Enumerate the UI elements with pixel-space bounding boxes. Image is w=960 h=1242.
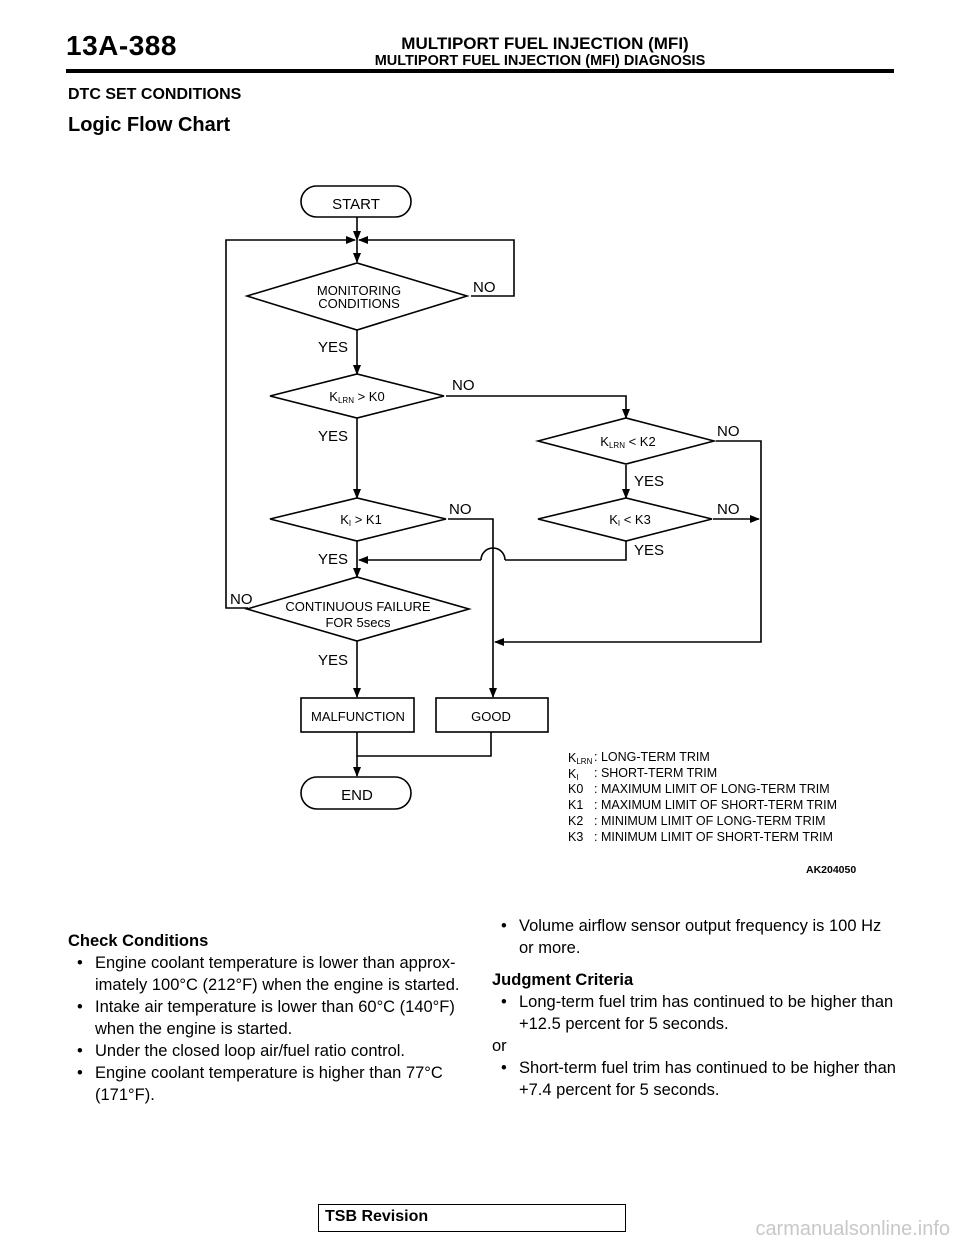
legend-k0-symbol: K0 (568, 782, 583, 796)
no-label-k1: NO (449, 501, 472, 518)
no-label-k2: NO (717, 423, 740, 440)
ki-lt-k3-label: KI < K3 (609, 512, 651, 528)
tsb-revision-box: TSB Revision (318, 1204, 626, 1232)
list-item: •Under the closed loop air/fuel ratio co… (77, 1042, 406, 1060)
legend-k1-text: : MAXIMUM LIMIT OF SHORT-TERM TRIM (594, 798, 837, 812)
good-box (435, 697, 549, 733)
yes-label-k2: YES (634, 473, 664, 490)
yes-label-k0: YES (318, 428, 348, 445)
monitoring-label-line2: CONDITIONS (318, 296, 400, 311)
decision-ki-lt-k3 (537, 497, 713, 542)
bullet: • (501, 917, 507, 935)
page-number: 13A-388 (66, 30, 177, 61)
logic-flow-chart: START MONITORING CONDITIONS KLRN > K0 KL… (225, 185, 856, 876)
legend-k1-symbol: K1 (568, 798, 583, 812)
check-conditions-column: Check Conditions •Engine coolant tempera… (68, 930, 468, 1106)
header-rule (66, 69, 894, 73)
bullet: • (77, 954, 83, 972)
no-label-monitoring: NO (473, 279, 496, 296)
yes-label-k1: YES (318, 551, 348, 568)
section-header: MULTIPORT FUEL INJECTION (MFI) DIAGNOSIS (374, 53, 706, 69)
list-item: •Intake air temperature is lower than 60… (77, 998, 455, 1038)
subsection-title: Logic Flow Chart (68, 114, 231, 136)
legend-k2-symbol: K2 (568, 814, 583, 828)
yes-label-k3: YES (634, 542, 664, 559)
decision-klrn-lt-k2 (534, 417, 718, 465)
klrn-lt-k2-label: KLRN < K2 (600, 434, 655, 450)
good-label: GOOD (471, 709, 511, 724)
end-label: END (341, 787, 373, 804)
section-title: DTC SET CONDITIONS (68, 86, 242, 103)
continuous-failure-line1: CONTINUOUS FAILURE (285, 599, 431, 614)
legend-klrn-text: : LONG-TERM TRIM (594, 750, 710, 764)
continuous-failure-line2: FOR 5secs (325, 615, 391, 630)
yes-label-continuous: YES (318, 652, 348, 669)
judgment-criteria-heading: Judgment Criteria (492, 971, 634, 989)
klrn-gt-k0-label: KLRN > K0 (329, 389, 384, 405)
tsb-revision-label: TSB Revision (325, 1208, 429, 1225)
bullet: • (77, 1064, 83, 1082)
no-label-continuous: NO (230, 591, 253, 608)
no-label-k3: NO (717, 501, 740, 518)
end-terminal (300, 776, 412, 810)
legend-k2-text: : MINIMUM LIMIT OF LONG-TERM TRIM (594, 814, 825, 828)
list-item: •Engine coolant temperature is lower tha… (77, 954, 460, 994)
figure-id: AK204050 (806, 864, 856, 876)
legend-ki-symbol: KI (568, 767, 579, 782)
no-label-k0: NO (452, 377, 475, 394)
legend-k0-text: : MAXIMUM LIMIT OF LONG-TERM TRIM (594, 782, 830, 796)
legend-k3-symbol: K3 (568, 830, 583, 844)
check-conditions-heading: Check Conditions (68, 932, 209, 950)
start-label: START (332, 196, 380, 213)
decision-continuous-failure (244, 576, 472, 642)
monitoring-label-line1: MONITORING (317, 283, 401, 298)
yes-label-monitoring: YES (318, 339, 348, 356)
bullet: • (77, 1042, 83, 1060)
watermark: carmanualsonline.info (755, 1218, 950, 1240)
or-text: or (492, 1037, 507, 1055)
check-conditions-list: •Engine coolant temperature is lower tha… (68, 952, 468, 1106)
decision-klrn-gt-k0 (269, 373, 445, 419)
list-item: •Volume airflow sensor output frequency … (501, 917, 882, 957)
legend-k3-text: : MINIMUM LIMIT OF SHORT-TERM TRIM (594, 830, 833, 844)
flowchart-legend: KLRN : LONG-TERM TRIM KI : SHORT-TERM TR… (568, 750, 837, 844)
start-terminal (300, 185, 412, 218)
legend-klrn-symbol: KLRN (568, 751, 593, 766)
malfunction-label: MALFUNCTION (311, 709, 405, 724)
decision-ki-gt-k1 (269, 497, 447, 542)
malfunction-box (300, 697, 415, 733)
bullet: • (77, 998, 83, 1016)
decision-monitoring-conditions (244, 262, 470, 331)
bullet: • (501, 993, 507, 1011)
legend-ki-text: : SHORT-TERM TRIM (594, 766, 717, 780)
list-item: •Engine coolant temperature is higher th… (77, 1064, 443, 1104)
chapter-title: MULTIPORT FUEL INJECTION (MFI) (401, 34, 689, 53)
list-item: •Long-term fuel trim has continued to be… (501, 993, 894, 1033)
list-item: •Short-term fuel trim has continued to b… (501, 1059, 896, 1099)
right-column: •Volume airflow sensor output frequency … (492, 915, 896, 1101)
bullet: • (501, 1059, 507, 1077)
ki-gt-k1-label: KI > K1 (340, 512, 382, 528)
